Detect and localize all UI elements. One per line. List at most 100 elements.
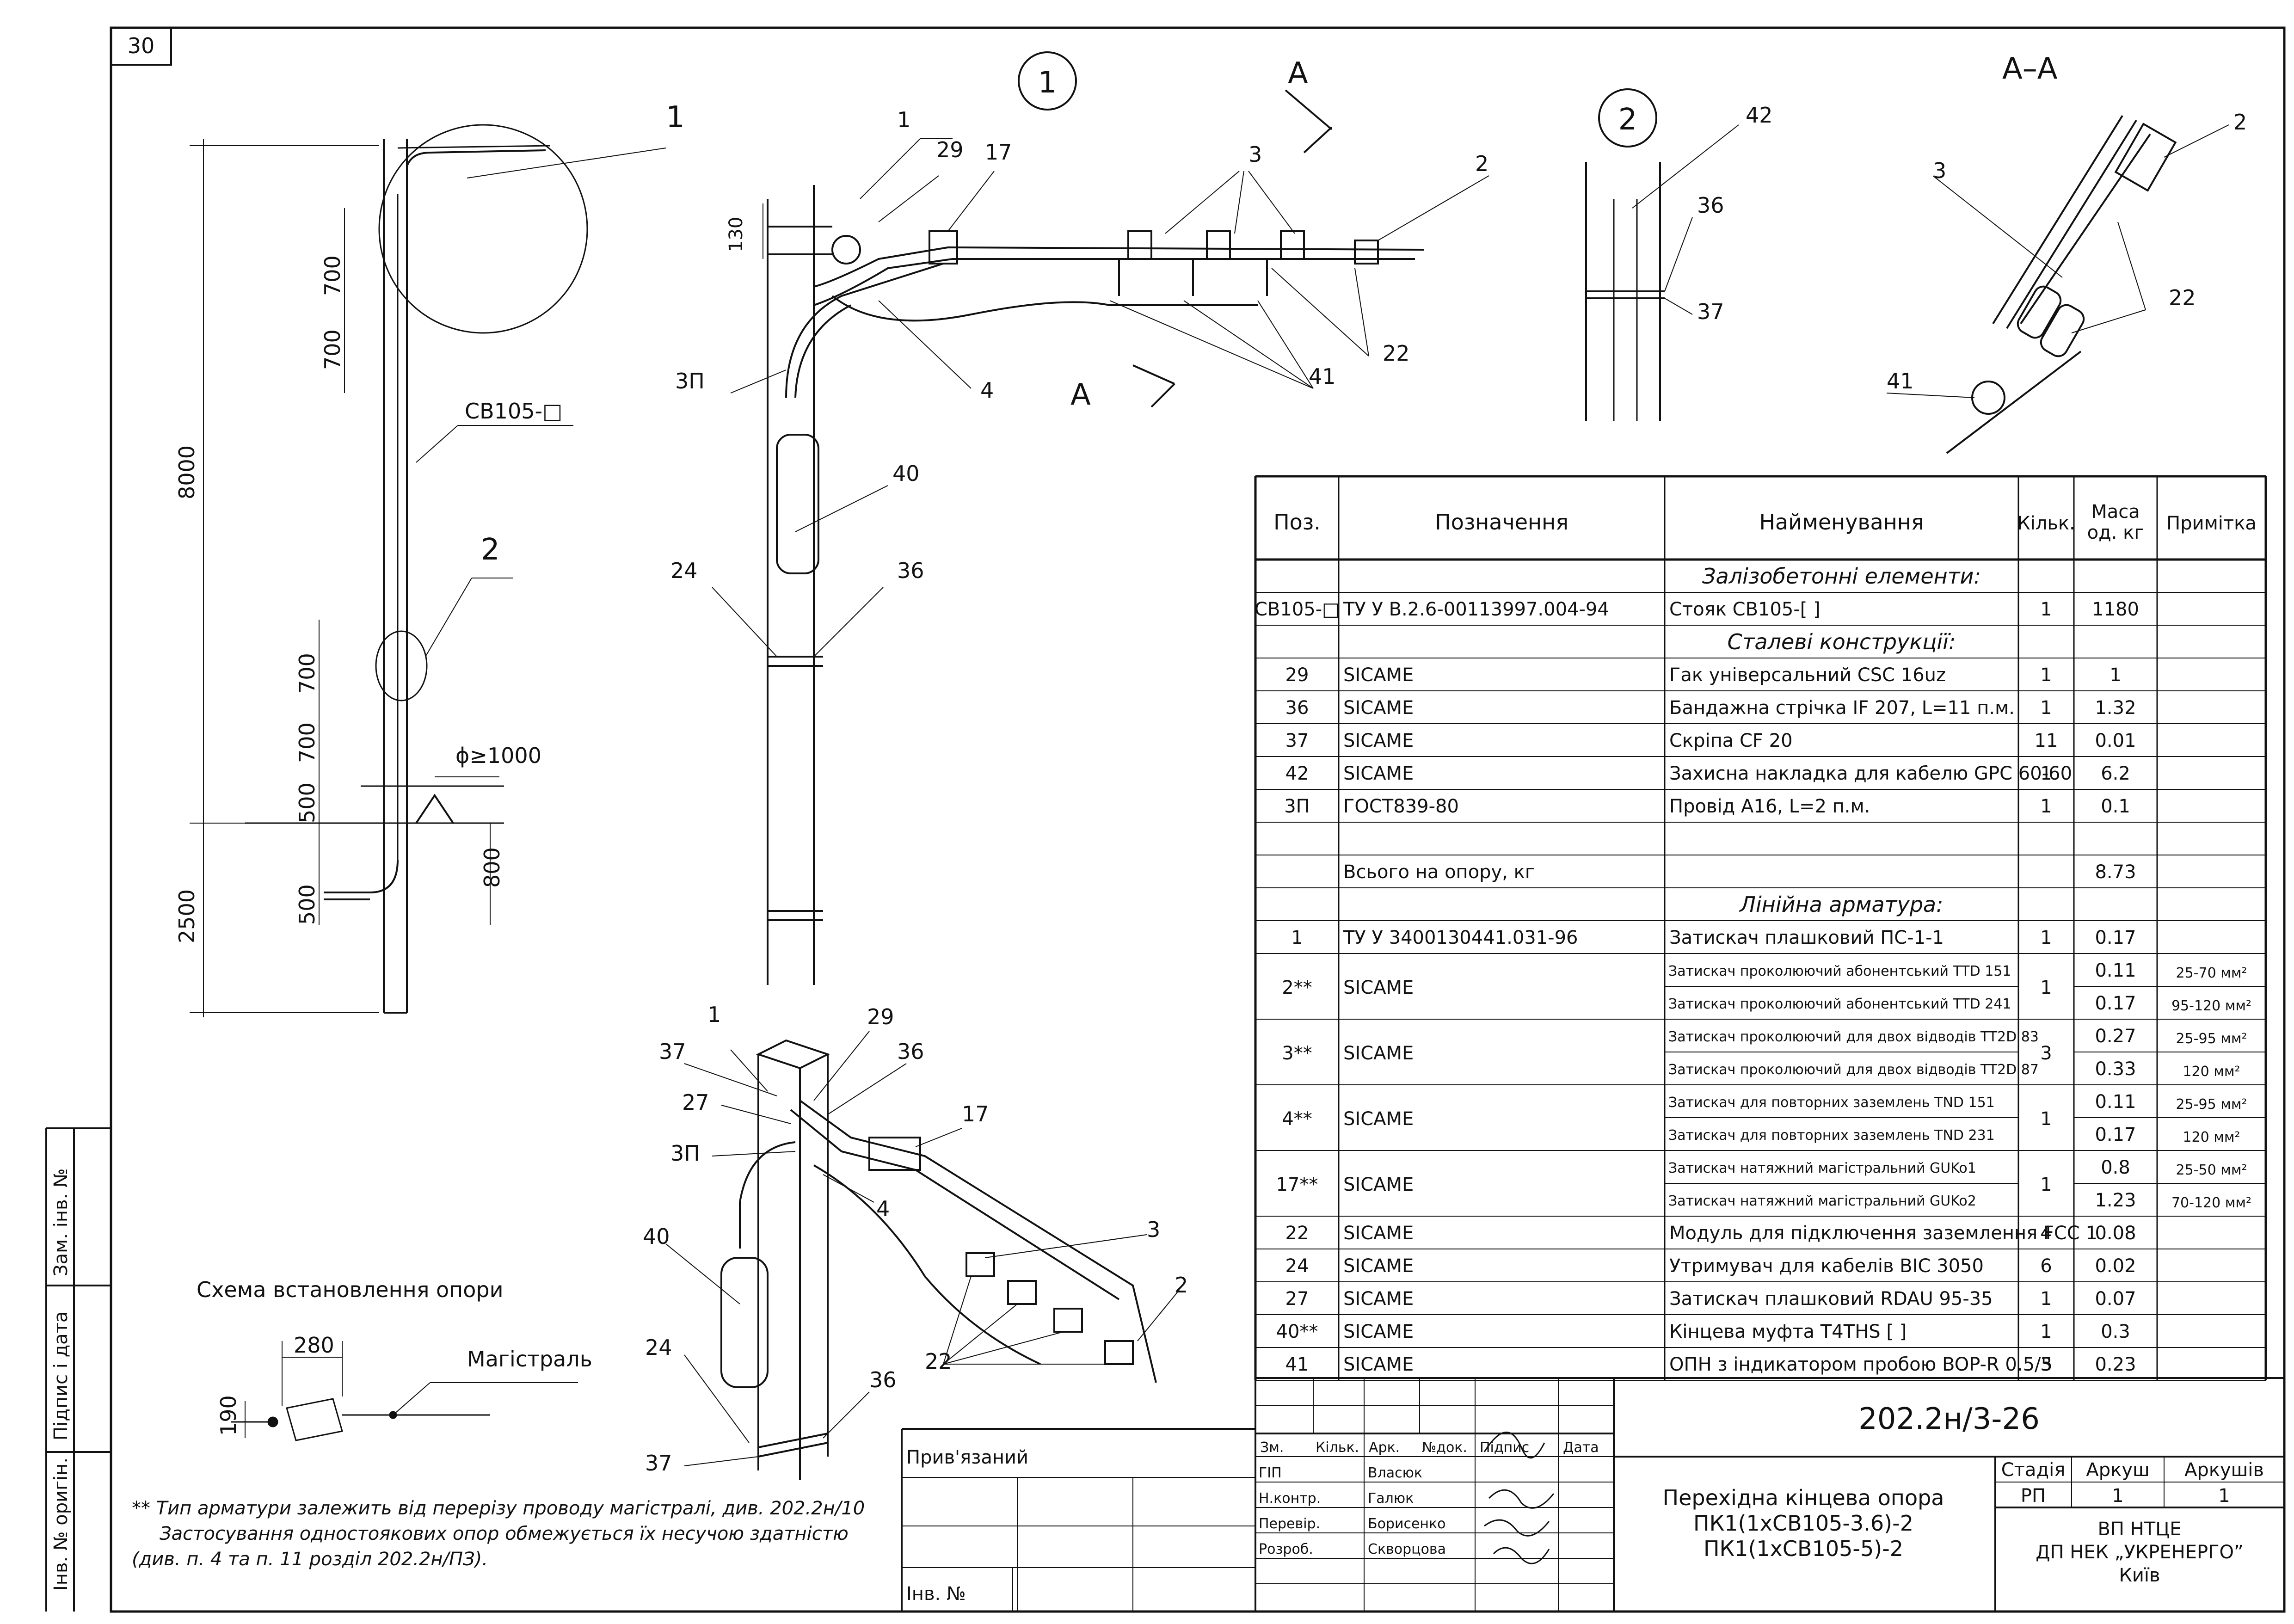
d1-label-24: 24: [670, 558, 698, 583]
spec-mass: 0.17: [2095, 1124, 2136, 1145]
dim-700-b: 700: [320, 329, 345, 370]
tb-col-zm: Зм.: [1260, 1439, 1284, 1456]
dim-130: 130: [726, 217, 747, 252]
install-scheme-drawing: [231, 1341, 578, 1441]
spec-designation: SICAME: [1343, 1321, 1414, 1342]
d1-label-4: 4: [980, 378, 994, 403]
tb-sheet: 1: [2112, 1485, 2123, 1507]
spec-mass: 0.07: [2095, 1288, 2136, 1310]
tb-title-l3: ПК1(1хСВ105-5)-2: [1704, 1536, 1903, 1561]
aa-label-3: 3: [1933, 158, 1946, 183]
tb-name-rozrob: Скворцова: [1368, 1541, 1446, 1557]
install-scheme-title: Схема встановлення опори: [197, 1277, 503, 1302]
iso-label-37b: 37: [645, 1451, 672, 1476]
iso-label-3p: 3П: [670, 1141, 700, 1166]
detail-1-circle-label: 1: [1038, 66, 1057, 100]
tb-sheets: 1: [2218, 1485, 2230, 1507]
spec-mass: 0.8: [2101, 1157, 2130, 1178]
d1-label-3: 3: [1248, 142, 1262, 167]
spec-qty: 3: [2040, 1043, 2052, 1064]
spec-designation: ГОСТ839-80: [1343, 796, 1459, 817]
tb-org-l3: Київ: [2119, 1565, 2160, 1586]
d1-label-41: 41: [1309, 364, 1336, 389]
spec-mass: 0.3: [2101, 1321, 2130, 1342]
spec-designation: SICAME: [1343, 1174, 1414, 1195]
aa-label-22: 22: [2169, 285, 2196, 310]
spec-designation: ТУ У В.2.6-00113997.004-94: [1343, 599, 1609, 620]
spec-qty: 1: [2040, 1108, 2052, 1130]
iso-label-24: 24: [645, 1335, 672, 1360]
spec-section-title: Лінійна арматура:: [1739, 892, 1943, 917]
d1-label-3p: 3П: [675, 369, 705, 394]
corner-box: [110, 27, 172, 66]
spec-mass: 1180: [2092, 599, 2139, 620]
spec-header-mass-2: од. кг: [2087, 522, 2144, 543]
spec-mass: 0.08: [2095, 1223, 2136, 1244]
spec-designation: SICAME: [1343, 1354, 1414, 1375]
d2-label-37: 37: [1697, 299, 1724, 324]
spec-qty: 1: [2040, 977, 2052, 998]
spec-header-note: Примітка: [2166, 513, 2257, 534]
spec-designation: SICAME: [1343, 763, 1414, 784]
iso-label-37a: 37: [659, 1039, 686, 1064]
spec-qty: 1: [2040, 927, 2052, 948]
spec-header-designation: Позначення: [1435, 510, 1568, 535]
spec-mass: 8.73: [2095, 861, 2136, 883]
detail-2-drawing: [1585, 88, 1739, 421]
spec-qty: 1: [2040, 1321, 2052, 1342]
tb-org-l1: ВП НТЦЕ: [2097, 1519, 2181, 1540]
spec-pos: 17**: [1276, 1174, 1318, 1195]
aa-label-2: 2: [2233, 110, 2247, 135]
spec-pos: СВ105-□: [1255, 599, 1340, 620]
spec-mass: 0.01: [2095, 730, 2136, 751]
spec-name: Затискач натяжний магістральний GUKo1: [1668, 1160, 1976, 1176]
spec-pos: 37: [1285, 730, 1309, 751]
spec-name: Затискач проколюючий для двох відводів T…: [1668, 1062, 2039, 1078]
callout-1: 1: [666, 100, 685, 135]
spec-mass: 0.11: [2095, 1091, 2136, 1113]
spec-qty: 1: [2040, 796, 2052, 817]
spec-mass: 0.23: [2095, 1354, 2136, 1375]
spec-pos: 3П: [1284, 796, 1310, 817]
detail-1-drawing: [712, 51, 1489, 985]
spec-note: 95-120 мм²: [2171, 998, 2251, 1014]
spec-name: Захисна накладка для кабелю GPC 60-60: [1669, 763, 2072, 784]
spec-note: 70-120 мм²: [2171, 1195, 2251, 1211]
iso-label-22: 22: [925, 1349, 952, 1374]
iso-label-29: 29: [867, 1004, 894, 1029]
spec-designation: SICAME: [1343, 1255, 1414, 1277]
spec-qty: 1: [2040, 697, 2052, 719]
title-block-grid: [901, 1377, 2284, 1612]
spec-designation: SICAME: [1343, 1043, 1414, 1064]
spec-name: Стояк СВ105-[ ]: [1669, 599, 1820, 620]
d1-label-22: 22: [1383, 341, 1410, 366]
spec-mass: 0.27: [2095, 1026, 2136, 1047]
spec-mass: 1.23: [2095, 1190, 2136, 1211]
spec-name: Затискач проколюючий абонентський TTD 24…: [1668, 996, 2011, 1012]
spec-qty: 3: [2040, 1354, 2052, 1375]
tb-col-data: Дата: [1563, 1439, 1599, 1456]
signatures: [1483, 1432, 1555, 1564]
designation-code: 202.2н/3-26: [1858, 1402, 2040, 1436]
tb-sheet-label: Аркуш: [2086, 1459, 2149, 1481]
section-aa-drawing: [1886, 115, 2229, 454]
spec-pos: 4**: [1282, 1108, 1312, 1130]
tb-org-l2: ДП НЕК „УКРЕНЕРГО”: [2036, 1542, 2243, 1563]
tb-title-l1: Перехідна кінцева опора: [1662, 1485, 1944, 1510]
spec-pos: 29: [1285, 664, 1309, 686]
dim-8000: 8000: [174, 445, 199, 499]
dim-phi: ϕ≥1000: [455, 743, 541, 768]
iso-label-1: 1: [707, 1002, 721, 1027]
outer-frame: [110, 26, 2286, 1613]
spec-designation: Всього на опору, кг: [1343, 861, 1535, 883]
spec-section-title: Сталеві конструкції:: [1728, 629, 1956, 654]
spec-mass: 0.33: [2095, 1058, 2136, 1080]
note-line-1: ** Тип арматури залежить від перерізу пр…: [132, 1498, 865, 1519]
aa-label-41: 41: [1887, 369, 1914, 394]
iso-label-36a: 36: [897, 1039, 924, 1064]
section-mark-bottom: A: [1070, 378, 1091, 412]
spec-name: Бандажна стрічка IF 207, L=11 п.м.: [1669, 697, 2015, 719]
tb-name-nkontr: Галюк: [1368, 1490, 1414, 1507]
spec-header-mass-1: Маса: [2091, 501, 2140, 523]
